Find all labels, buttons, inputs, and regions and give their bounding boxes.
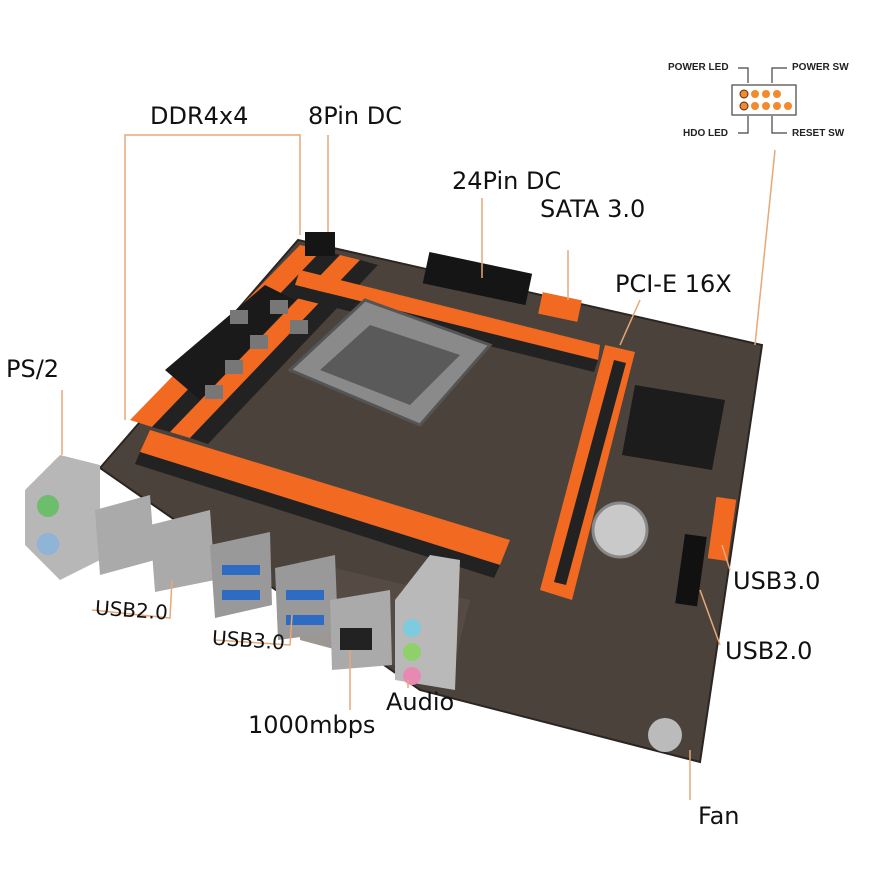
ps2-label: PS/2 (6, 355, 60, 383)
sata-ports (538, 292, 582, 322)
leader-lines (61, 134, 776, 800)
ddr-label: DDR4x4 (150, 102, 249, 130)
usb20-rear-label: USB2.0 (94, 595, 169, 625)
audio-label: Audio (386, 688, 455, 716)
reset-sw-label: RESET SW (792, 128, 845, 139)
rear-io (25, 455, 460, 690)
fan-label: Fan (698, 802, 740, 830)
lan-label: 1000mbps (248, 711, 376, 739)
24pin-label: 24Pin DC (452, 167, 562, 195)
power-sw-label: POWER SW (792, 62, 849, 73)
usb30-rear-label: USB3.0 (211, 625, 286, 655)
usb30-header-label: USB3.0 (733, 567, 821, 595)
power-led-label: POWER LED (668, 62, 729, 73)
hdd-led-label: HDO LED (683, 128, 728, 139)
8pin-label: 8Pin DC (308, 102, 402, 130)
usb20-header-label: USB2.0 (725, 637, 813, 665)
cpu-8pin-connector (305, 232, 335, 256)
sata-label: SATA 3.0 (540, 195, 646, 223)
vrm-heatsink (165, 285, 295, 400)
chipset-heatsink (622, 385, 725, 470)
atx-24pin-connector (422, 251, 533, 306)
cmos-battery (591, 501, 649, 559)
front-panel-header-diagram (731, 67, 797, 134)
pcie-label: PCI-E 16X (615, 270, 732, 298)
